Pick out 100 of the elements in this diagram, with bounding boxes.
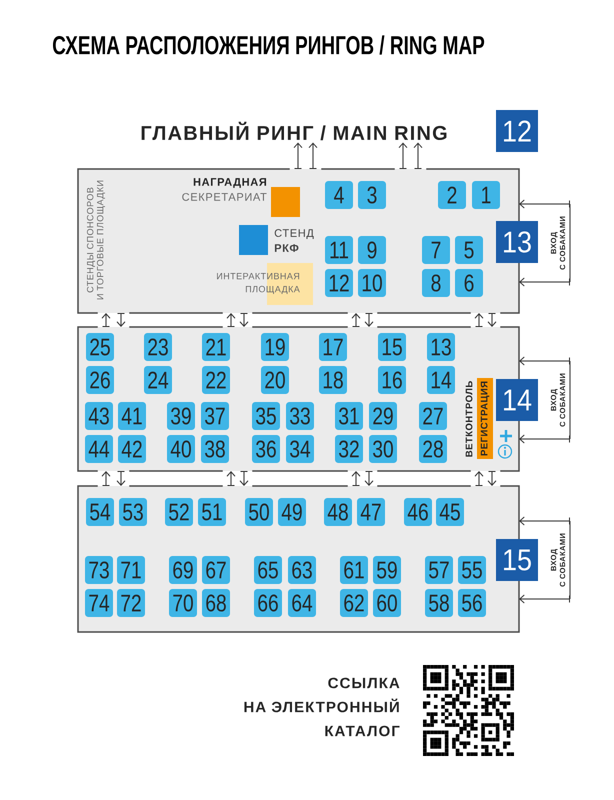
number-tile: 22 [202,366,230,394]
number-tile: 38 [201,435,229,463]
title: СХЕМА РАСПОЛОЖЕНИЯ РИНГОВ / RING MAP [52,35,484,55]
number-tile: 40 [167,435,195,463]
arrow [294,142,302,169]
arrow [519,356,570,366]
number-tile: 55 [458,556,486,584]
number-tile: 39 [167,402,195,430]
number-tile: 48 [324,498,352,526]
number-tile: 74 [85,589,113,617]
area-heading: ГЛАВНЫЙ РИНГ / MAIN RING [142,122,446,140]
number-tile: 49 [278,498,306,526]
number-tile: 36 [252,435,280,463]
number-tile: 10 [358,269,386,297]
arrow [116,313,126,327]
number-tile: 13 [427,333,455,361]
number-tile: 1 [472,181,500,209]
number-tile: 25 [86,333,114,361]
arrow [519,278,570,286]
arrow [352,471,360,486]
number-badge: 15 [496,539,538,581]
arrow [414,142,422,169]
number-tile: 37 [201,402,229,430]
arrow [226,313,236,327]
arrow [102,471,110,486]
number-tile: 15 [378,333,406,361]
arrow [352,313,360,327]
arrow [240,471,248,486]
number-tile: 66 [254,589,282,617]
arrow [519,516,570,526]
arrow [519,200,570,208]
number-tile: 52 [165,498,193,526]
number-tile: 59 [373,556,401,584]
number-tile: 20 [261,366,289,394]
number-tile: 62 [340,589,368,617]
node-label: СЕКРЕТАРИАТ [182,193,267,201]
arrow [102,313,110,327]
number-tile: 32 [335,435,363,463]
number-tile: 12 [325,269,353,297]
number-tile: 30 [369,435,397,463]
number-tile: 68 [202,589,230,617]
arrow [240,313,248,327]
arrow [474,471,484,486]
number-tile: 72 [117,589,145,617]
number-tile: 4 [325,181,353,209]
number-tile: 47 [357,498,385,526]
number-tile: 11 [325,236,353,264]
number-badge: 13 [496,221,538,263]
number-tile: 53 [119,498,147,526]
number-tile: 69 [169,556,197,584]
number-badge: 14 [496,379,538,421]
number-tile: 17 [319,333,347,361]
number-tile: 44 [85,435,113,463]
number-tile: 9 [358,236,386,264]
number-tile: 51 [198,498,226,526]
number-tile: 28 [419,435,447,463]
number-tile: 54 [86,498,114,526]
number-tile: 5 [455,236,483,264]
number-tile: 56 [458,589,486,617]
number-tile: 63 [288,556,316,584]
arrow [519,594,570,604]
number-tile: 46 [404,498,432,526]
arrow [364,313,374,327]
label-band: РЕГИСТРАЦИЯ [477,378,493,459]
number-tile: 45 [436,498,464,526]
number-tile: 27 [419,402,447,430]
number-tile: 21 [202,333,230,361]
arrow [474,313,484,327]
number-tile: 18 [319,366,347,394]
number-tile: 61 [340,556,368,584]
number-tile: 41 [118,402,146,430]
number-tile: 24 [144,366,172,394]
number-tile: 26 [86,366,114,394]
number-tile: 67 [202,556,230,584]
number-tile: 57 [425,556,453,584]
arrow [398,142,408,169]
arrow [116,471,126,486]
node-label: СТЕНД РКФ [274,229,314,252]
arrow [488,471,496,486]
arrow [308,142,318,169]
number-tile: 31 [335,402,363,430]
number-tile: 73 [85,556,113,584]
number-tile: 2 [438,181,466,209]
number-tile: 19 [261,333,289,361]
number-tile: 70 [169,589,197,617]
number-tile: 23 [144,333,172,361]
caption-text: ССЫЛКА НА ЭЛЕКТРОННЫЙ КАТАЛОГ [244,678,400,736]
node-label: НАГРАДНАЯ [194,178,266,188]
arrow [226,471,236,486]
rotated-label: ВЕТКОНТРОЛЬ [466,381,472,457]
arrow [519,434,570,444]
number-tile: 71 [117,556,145,584]
number-tile: 34 [286,435,314,463]
marker-square: СТЕНД РКФ [239,225,314,255]
number-tile: 6 [455,269,483,297]
number-tile: 7 [422,236,450,264]
number-tile: 35 [252,402,280,430]
marker-square: НАГРАДНАЯ СЕКРЕТАРИАТ [182,178,300,217]
rotated-label: СТЕНДЫ СПОНСОРОВ И ТОРГОВЫЕ ПЛОЩАДКИ [86,180,106,300]
number-tile: 64 [288,589,316,617]
